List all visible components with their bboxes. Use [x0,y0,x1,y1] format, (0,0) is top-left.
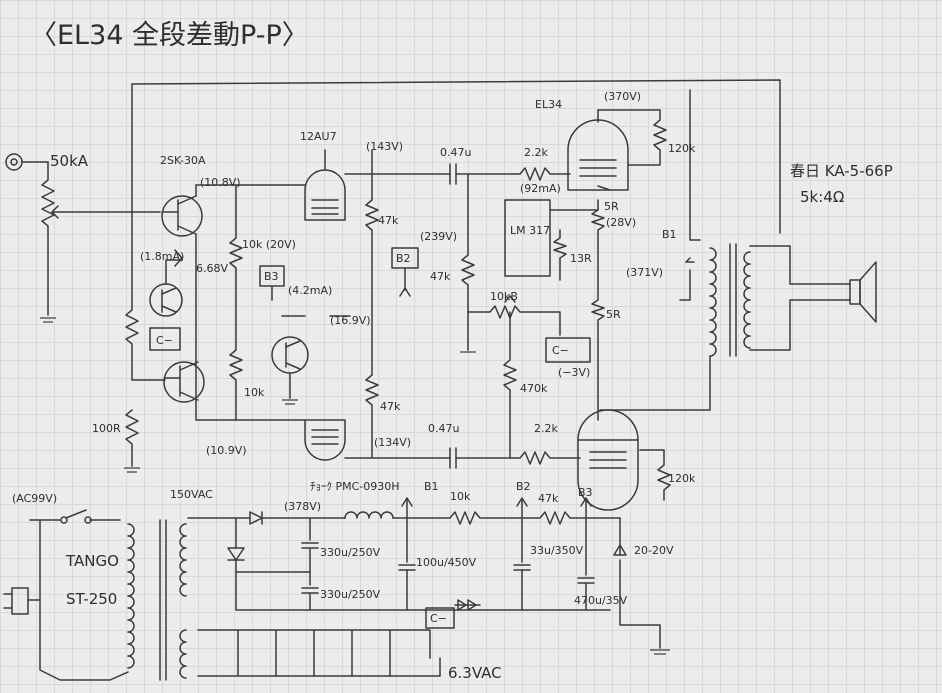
label-el34-plate-v: (370V) [604,90,641,103]
b-plus-rail [131,79,781,301]
tube-12au7-lower [304,419,346,461]
b-plus-supply [187,497,670,655]
jfet-lower [163,361,205,403]
label-r-47k-lm: 47k [430,270,451,283]
label-r-100r: 100R [92,422,121,435]
label-b2-mid: B2 [396,252,411,265]
label-v-m3: (−3V) [558,366,590,379]
label-r-22k-bot: 2.2k [534,422,558,435]
label-cur-42ma: (4.2mA) [288,284,332,297]
label-v-109: (10.9V) [206,444,247,457]
label-b3-ps: B3 [578,486,593,499]
label-r-10k-ps: 10k [450,490,471,503]
mid-resistors [229,184,306,421]
label-r-120k-top: 120k [668,142,696,155]
label-transformer-name: TANGO [65,552,119,570]
label-r-47k-bot: 47k [380,400,401,413]
tube-el34-lower [577,409,639,511]
label-zener: 20-20V [634,544,674,557]
heater-supply [197,629,441,677]
label-v-668: 6.68V [196,262,228,275]
input-wiring [124,184,306,473]
label-cap-33: 33u/350V [530,544,584,557]
output-transformer [599,89,851,411]
jfet-upper [161,184,203,237]
label-v-378: (378V) [284,500,321,513]
tube-el34-upper [567,109,629,191]
label-cur-18ma: (1.8mA) [140,250,184,263]
label-v-134: (134V) [374,436,411,449]
label-tube-12au7: 12AU7 [300,130,337,143]
mid-fet [271,336,309,405]
label-v-28: (28V) [606,216,636,229]
label-r-10k: 10k [244,386,265,399]
label-r-10k-20v: 10k (20V) [242,238,296,251]
label-cur-92ma: (92mA) [520,182,561,195]
label-cap-470: 470u/35V [574,594,628,607]
tube-12au7-upper [304,149,346,221]
label-cap-330-2: 330u/250V [320,588,381,601]
label-b1-top: B1 [662,228,677,241]
power-transformer [3,509,187,681]
label-transformer-model: ST-250 [66,590,117,608]
label-cap-top: 0.47u [440,146,471,159]
label-cap-100: 100u/450V [416,556,477,569]
label-r-13r: 13R [570,252,592,265]
ccs-fet [149,283,183,317]
volume-pot [40,161,161,323]
label-r-470k: 470k [520,382,548,395]
au7-plate-loads [329,149,451,459]
label-tube-el34: EL34 [535,98,562,111]
label-c-minus-mid: C− [552,344,569,357]
label-r-5r-top: 5R [604,200,619,213]
label-speaker-impedance: 5k:4Ω [800,188,844,206]
speaker [849,261,877,323]
label-v-169: (16.9V) [330,314,371,327]
label-v-371: (371V) [626,266,663,279]
label-ac-150: 150VAC [170,488,213,501]
label-v-143: (143V) [366,140,403,153]
label-cap-330-1: 330u/250V [320,546,381,559]
label-r-22k-top: 2.2k [524,146,548,159]
label-lm317: LM 317 [510,224,550,237]
label-choke: ﾁｮｰｸ PMC-0930H [310,480,400,493]
label-cap-bot: 0.47u [428,422,459,435]
bias-network [460,173,591,459]
label-jfet: 2SK-30A [160,154,206,167]
label-input-pot: 50kA [50,152,89,170]
label-b2-ps: B2 [516,480,531,493]
label-v-239: (239V) [420,230,457,243]
diagram-title: 〈EL34 全段差動P-P〉 [30,20,309,51]
label-v-108: (10.8V) [200,176,241,189]
label-ac-99v: (AC99V) [12,492,57,505]
el34-screen-cathode [504,109,671,501]
label-r-47k-top: 47k [378,214,399,227]
label-r-5r-bot: 5R [606,308,621,321]
label-speaker-transformer: 春日 KA-5-66P [790,162,893,180]
label-ac-63: 6.3VAC [448,664,502,682]
label-r-47k-ps: 47k [538,492,559,505]
label-c-minus-left: C− [156,334,173,347]
label-r-10kb: 10kB [490,290,518,303]
label-b1-ps: B1 [424,480,439,493]
label-b3-mid: B3 [264,270,279,283]
label-r-120k-bot: 120k [668,472,696,485]
input-jack [5,153,49,171]
label-c-minus-ps: C− [430,612,447,625]
